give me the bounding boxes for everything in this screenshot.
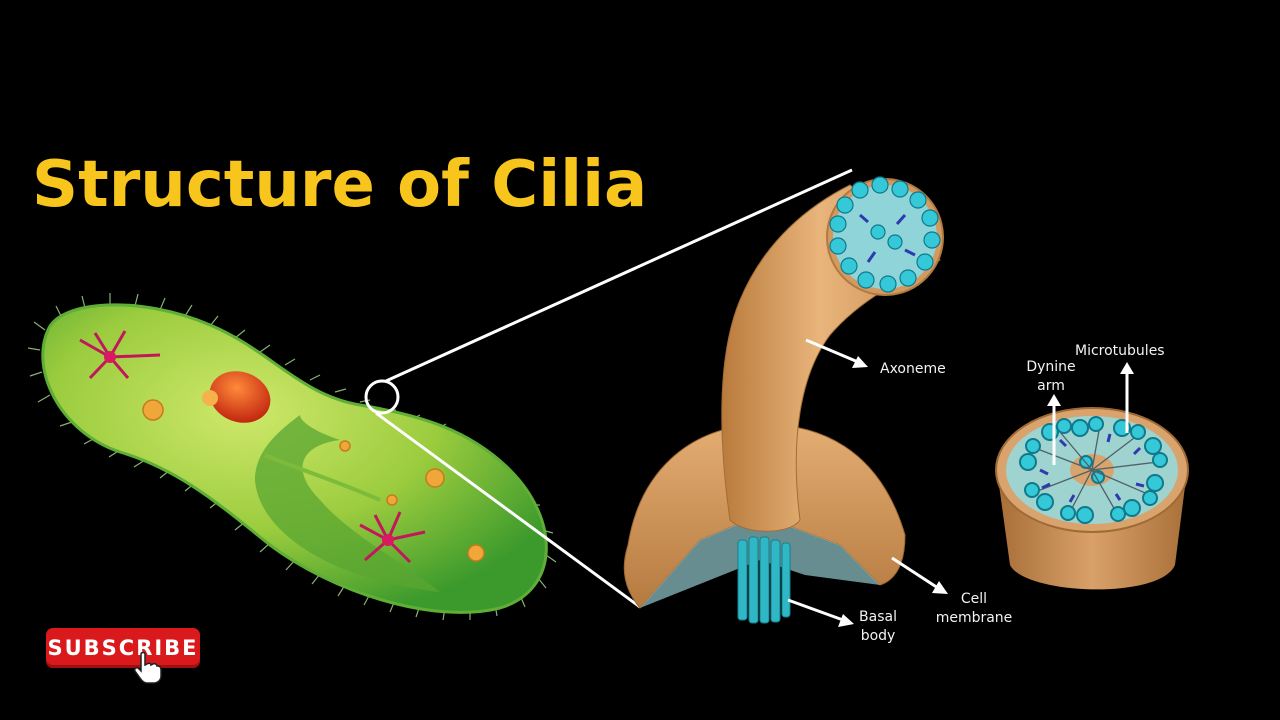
label-cell-membrane-line1: Cell	[960, 591, 988, 607]
paramecium	[27, 293, 557, 621]
label-cell-membrane: Cell membrane	[934, 590, 1014, 628]
dynein-arms	[1039, 433, 1145, 503]
food-vacuoles	[142, 399, 485, 562]
macronucleus	[209, 371, 271, 423]
label-dynine-arm: Dynine arm	[1024, 358, 1078, 396]
contractile-vacuole-right	[359, 511, 426, 564]
radial-spokes	[1034, 424, 1159, 513]
cilium-longitudinal	[623, 176, 944, 624]
label-dynine-arm-line1: Dynine	[1026, 359, 1076, 375]
hand-cursor-icon	[134, 652, 162, 684]
basal-body	[737, 536, 791, 624]
subscribe-button[interactable]: SUBSCRIBE	[46, 628, 200, 668]
contractile-vacuole-left	[79, 330, 161, 380]
label-axoneme: Axoneme	[880, 361, 946, 377]
axoneme-cross-section	[995, 407, 1189, 590]
zoom-callout	[364, 168, 853, 609]
micronucleus	[202, 390, 218, 406]
label-cell-membrane-line2: membrane	[935, 610, 1013, 626]
axoneme-top-cross-section	[826, 176, 944, 296]
label-basal-body-line1: Basal	[859, 609, 897, 625]
subscribe-label: SUBSCRIBE	[47, 636, 199, 660]
label-basal-body: Basal body	[858, 608, 898, 646]
oral-groove	[255, 415, 440, 592]
membrane-cut-face	[640, 515, 880, 608]
label-dynine-arm-line2: arm	[1037, 378, 1065, 394]
page-title: Structure of Cilia	[32, 148, 648, 222]
label-microtubules: Microtubules	[1075, 343, 1165, 359]
label-arrows	[787, 338, 1134, 627]
label-basal-body-line2: body	[860, 628, 896, 644]
